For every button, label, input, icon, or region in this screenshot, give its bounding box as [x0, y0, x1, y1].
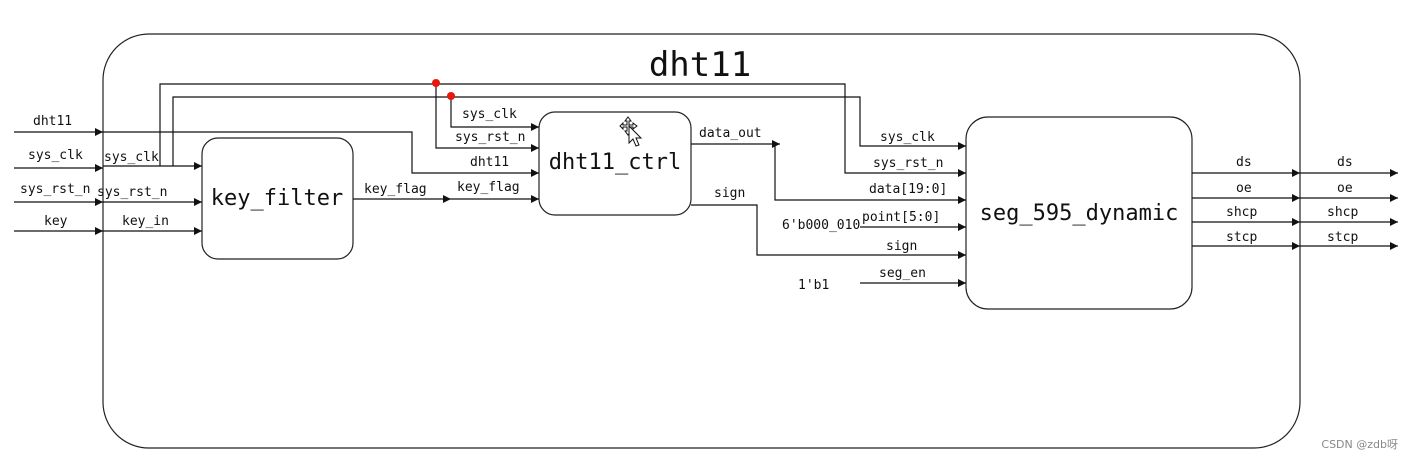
seg-out-ds-label: ds: [1236, 155, 1252, 170]
top-out-stcp-label: stcp: [1327, 230, 1358, 245]
seg-595-dynamic-block: [965, 116, 1193, 310]
kf-key-in-label: key_in: [122, 214, 169, 229]
seg-sign-label: sign: [886, 239, 917, 254]
ctrl-dht11-label: dht11: [470, 155, 509, 170]
seg-point-label: point[5:0]: [862, 210, 940, 225]
ctrl-sign-label: sign: [714, 186, 745, 201]
seg-en-label: seg_en: [879, 266, 926, 281]
ctrl-sys-clk-label: sys_clk: [462, 107, 517, 122]
seg-out-oe-label: oe: [1236, 181, 1252, 196]
seg-out-shcp-label: shcp: [1226, 205, 1257, 220]
key-filter-wires: [103, 162, 539, 235]
dht11-ctrl-block: [538, 111, 692, 216]
ctrl-key-flag-in-label: key_flag: [457, 180, 520, 195]
clock-reset-routing: [103, 83, 966, 177]
const-seg-en-value: 1'b1: [798, 278, 829, 293]
input-sys-rst-n-label: sys_rst_n: [20, 182, 90, 197]
kf-sys-rst-n-label: sys_rst_n: [97, 185, 167, 200]
top-out-ds-label: ds: [1337, 155, 1353, 170]
output-wires: [1192, 169, 1398, 250]
seg-sys-rst-n-label: sys_rst_n: [873, 156, 943, 171]
top-out-shcp-label: shcp: [1327, 205, 1358, 220]
junction-dot-clk: [432, 79, 440, 87]
seg-sys-clk-label: sys_clk: [880, 130, 935, 145]
kf-sys-clk-label: sys_clk: [104, 150, 159, 165]
module-title: dht11: [649, 45, 751, 85]
input-wires: [14, 128, 103, 235]
seg-out-stcp-label: stcp: [1226, 230, 1257, 245]
seg-input-wires: [860, 223, 966, 287]
watermark: CSDN @zdb呀: [1321, 438, 1398, 451]
input-dht11-label: dht11: [33, 114, 72, 129]
ctrl-data-out-label: data_out: [699, 126, 762, 141]
ctrl-sys-rst-n-label: sys_rst_n: [455, 130, 525, 145]
ctrl-output-wires: [691, 140, 966, 259]
const-point-value: 6'b000_010: [782, 218, 860, 233]
seg-595-dynamic-label: seg_595_dynamic: [980, 201, 1179, 226]
seg-data-label: data[19:0]: [869, 182, 947, 197]
move-cursor-icon: [619, 116, 643, 147]
key-filter-label: key_filter: [211, 186, 343, 211]
kf-key-flag-out-label: key_flag: [364, 182, 427, 197]
input-key-label: key: [44, 214, 68, 229]
input-sys-clk-label: sys_clk: [28, 148, 83, 163]
junction-dot-rst: [447, 92, 455, 100]
top-out-oe-label: oe: [1337, 181, 1353, 196]
dht11-ctrl-label: dht11_ctrl: [549, 150, 681, 175]
